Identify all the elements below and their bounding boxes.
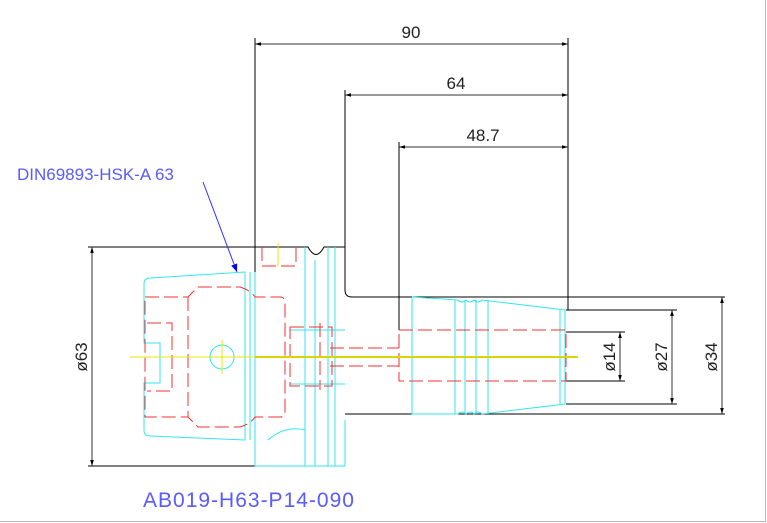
leader-arrow bbox=[202, 181, 238, 273]
dimension-90-label: 90 bbox=[402, 23, 421, 42]
dimension-dia-34-label: ø34 bbox=[702, 342, 721, 371]
dimension-90: 90 bbox=[255, 23, 568, 46]
standard-callout: DIN69893-HSK-A 63 bbox=[17, 165, 238, 273]
dimension-dia-27: ø27 bbox=[652, 310, 674, 404]
standard-label: DIN69893-HSK-A 63 bbox=[17, 165, 174, 184]
dimension-dia-63: ø63 bbox=[72, 247, 94, 466]
dimension-dia-63-label: ø63 bbox=[72, 342, 91, 371]
dimension-48-7: 48.7 bbox=[399, 126, 568, 149]
dimension-dia-14: ø14 bbox=[600, 332, 622, 381]
part-number: AB019-H63-P14-090 bbox=[143, 489, 355, 512]
dimension-dia-34: ø34 bbox=[702, 297, 724, 414]
centerlines bbox=[130, 243, 578, 374]
holder-outline bbox=[88, 38, 725, 467]
dimension-dia-14-label: ø14 bbox=[600, 342, 619, 371]
dimension-64-label: 64 bbox=[447, 74, 466, 93]
dimension-dia-27-label: ø27 bbox=[652, 342, 671, 371]
dimension-48-7-label: 48.7 bbox=[466, 126, 499, 145]
dimension-64: 64 bbox=[345, 74, 568, 97]
